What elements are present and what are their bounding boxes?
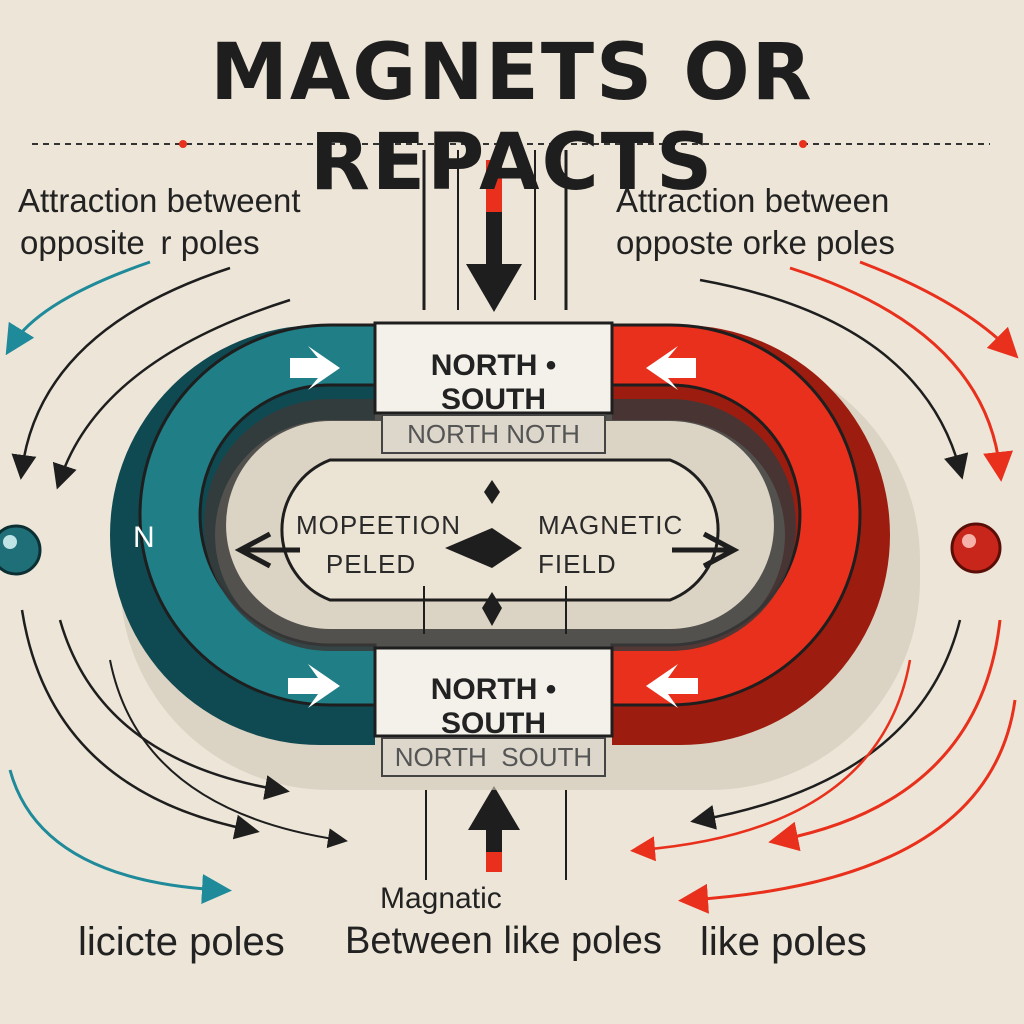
top-label-panel: [373, 321, 614, 415]
field-line-left-5: [58, 619, 290, 800]
inner-track: [204, 399, 796, 651]
field-line-left-3: [5, 260, 151, 356]
center-right-label: MAGNETIC FIELD: [538, 510, 698, 580]
divider-dot-right: [799, 140, 807, 148]
bottom-arrow-head: [468, 786, 520, 830]
left-heading-line-2: opposite r poles: [20, 224, 260, 261]
bottom-arrow-red-stem: [486, 852, 502, 872]
field-center-diamond: [445, 528, 522, 568]
right-heading-line-1: Attraction between: [616, 182, 890, 219]
field-line-right-4: [768, 619, 1002, 852]
center-right-label-line-2: FIELD: [538, 549, 617, 579]
left-heading-line-1: Attraction betweent: [18, 182, 301, 219]
center-left-label: MOPEETION PELED: [296, 510, 462, 580]
top-arrow-dark-stem: [486, 212, 502, 267]
field-arrow-right: [672, 531, 740, 569]
bottom-center-label: Between like poles: [345, 920, 662, 962]
bottom-left-label: licicte poles: [78, 920, 285, 964]
field-line-right-3: [859, 260, 1019, 359]
south-arm-arrow-bottom: [646, 664, 698, 708]
bottom-right-label: like poles: [700, 920, 867, 964]
field-line-right-1: [789, 266, 1013, 482]
left-sphere: [0, 524, 42, 576]
inner-field: [280, 458, 720, 602]
field-arrow-left: [234, 531, 300, 569]
field-diamond-bottom: [482, 592, 502, 626]
field-line-left-6: [8, 769, 232, 904]
left-sphere-highlight: [3, 535, 17, 549]
bottom-arrow-dark-stem: [486, 828, 502, 854]
field-line-left-2: [52, 298, 291, 490]
top-sub-label-panel: [381, 414, 606, 454]
center-left-label-line-1: MOPEETION: [296, 510, 462, 540]
north-arm-arrow-top: [290, 346, 340, 390]
bottom-bar-label: NORTH • SOUTH: [430, 673, 557, 740]
field-line-right-2: [699, 278, 969, 480]
bottom-sub-label-panel: [381, 737, 606, 777]
top-bar-label: NORTH • SOUTH: [430, 349, 557, 416]
top-arrow-head: [466, 264, 522, 312]
page-title: MAGNETS OR REPACTS: [210, 28, 814, 208]
field-line-left-4: [20, 609, 260, 840]
divider-dot-left: [179, 140, 187, 148]
field-line-right-5: [690, 619, 962, 830]
field-line-left-1: [11, 266, 231, 480]
center-right-label-line-1: MAGNETIC: [538, 510, 684, 540]
north-arm-arrow-bottom: [288, 664, 340, 708]
top-bar-sub-label: NORTH NOTH: [407, 419, 580, 449]
right-sphere: [950, 522, 1002, 574]
field-diamond-top: [484, 480, 500, 504]
center-left-label-line-2: PELED: [325, 549, 417, 579]
right-heading-line-2: opposte orke poles: [616, 224, 895, 261]
right-sphere-highlight: [962, 534, 976, 548]
bottom-center-top-label: Magnatic: [380, 882, 502, 915]
field-line-right-7: [630, 659, 912, 862]
south-arm: [610, 323, 862, 707]
north-pole-marker: N: [133, 521, 155, 554]
right-heading: Attraction between opposte orke poles: [616, 180, 895, 264]
bottom-bar-sub-label: NORTH SOUTH: [394, 742, 593, 772]
bottom-label-panel: [373, 646, 614, 738]
top-arrow-red-stem: [486, 160, 502, 215]
left-heading: Attraction betweent opposite r poles: [18, 180, 301, 264]
field-line-left-7: [109, 659, 348, 849]
field-line-right-6: [678, 699, 1017, 914]
south-arm-arrow-top: [646, 346, 696, 390]
